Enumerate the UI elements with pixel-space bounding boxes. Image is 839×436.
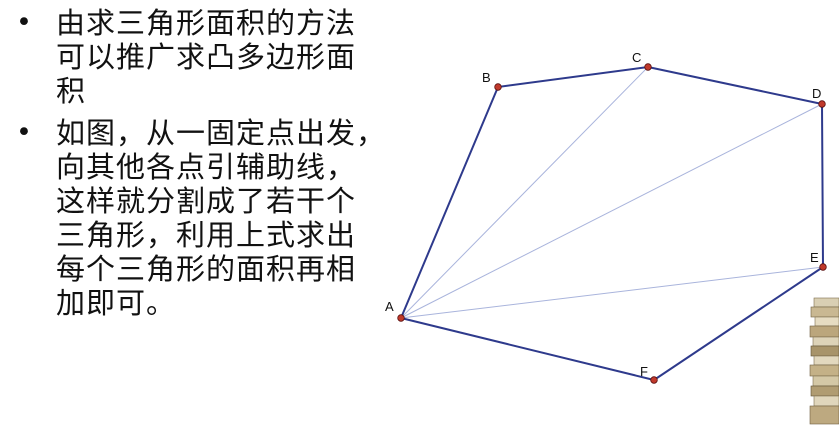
bullet-dot: • [16, 117, 32, 148]
bullet-dot: • [16, 7, 32, 38]
vertex-label-b: B [482, 70, 491, 85]
bullet-text-line: 可以推广求凸多边形面 [56, 40, 357, 74]
diagonal-a-e [400, 266, 824, 319]
diagonal-a-d [400, 103, 823, 319]
diagonals [400, 66, 824, 319]
vertex-label-d: D [812, 86, 821, 101]
vertex-point-a [397, 314, 405, 322]
vertex-label-a: A [385, 299, 394, 314]
diagonal-a-c [400, 66, 649, 319]
vertex-points [397, 63, 827, 384]
vertex-point-d [818, 100, 826, 108]
bullet-text-line: 加即可。 [56, 286, 177, 320]
bullet-text-line: 由求三角形面积的方法 [56, 6, 357, 40]
book-stack-icon [809, 297, 839, 425]
vertex-labels: A B C D E F [385, 50, 821, 379]
bullet-list: • 由求三角形面积的方法 可以推广求凸多边形面 积 • 如图，从一固定点出发， … [10, 6, 390, 328]
bullet-item-1: • 由求三角形面积的方法 可以推广求凸多边形面 积 [10, 6, 390, 108]
vertex-point-e [819, 263, 827, 271]
bullet-item-2: • 如图，从一固定点出发， 向其他各点引辅助线， 这样就分割成了若干个 三角形，… [10, 116, 390, 320]
bullet-text-line: 每个三角形的面积再相 [56, 252, 357, 286]
vertex-label-c: C [632, 50, 641, 65]
bullet-text-line: 如图，从一固定点出发， [56, 116, 387, 150]
bullet-text-line: 向其他各点引辅助线， [56, 150, 357, 184]
vertex-label-e: E [810, 250, 819, 265]
vertex-point-f [650, 376, 658, 384]
convex-polygon [400, 66, 824, 381]
bullet-text-line: 三角形，利用上式求出 [56, 218, 357, 252]
vertex-point-b [494, 83, 502, 91]
bullet-text-line: 积 [56, 74, 87, 108]
vertex-label-f: F [640, 364, 648, 379]
bullet-text-line: 这样就分割成了若干个 [56, 184, 357, 218]
vertex-point-c [644, 63, 652, 71]
